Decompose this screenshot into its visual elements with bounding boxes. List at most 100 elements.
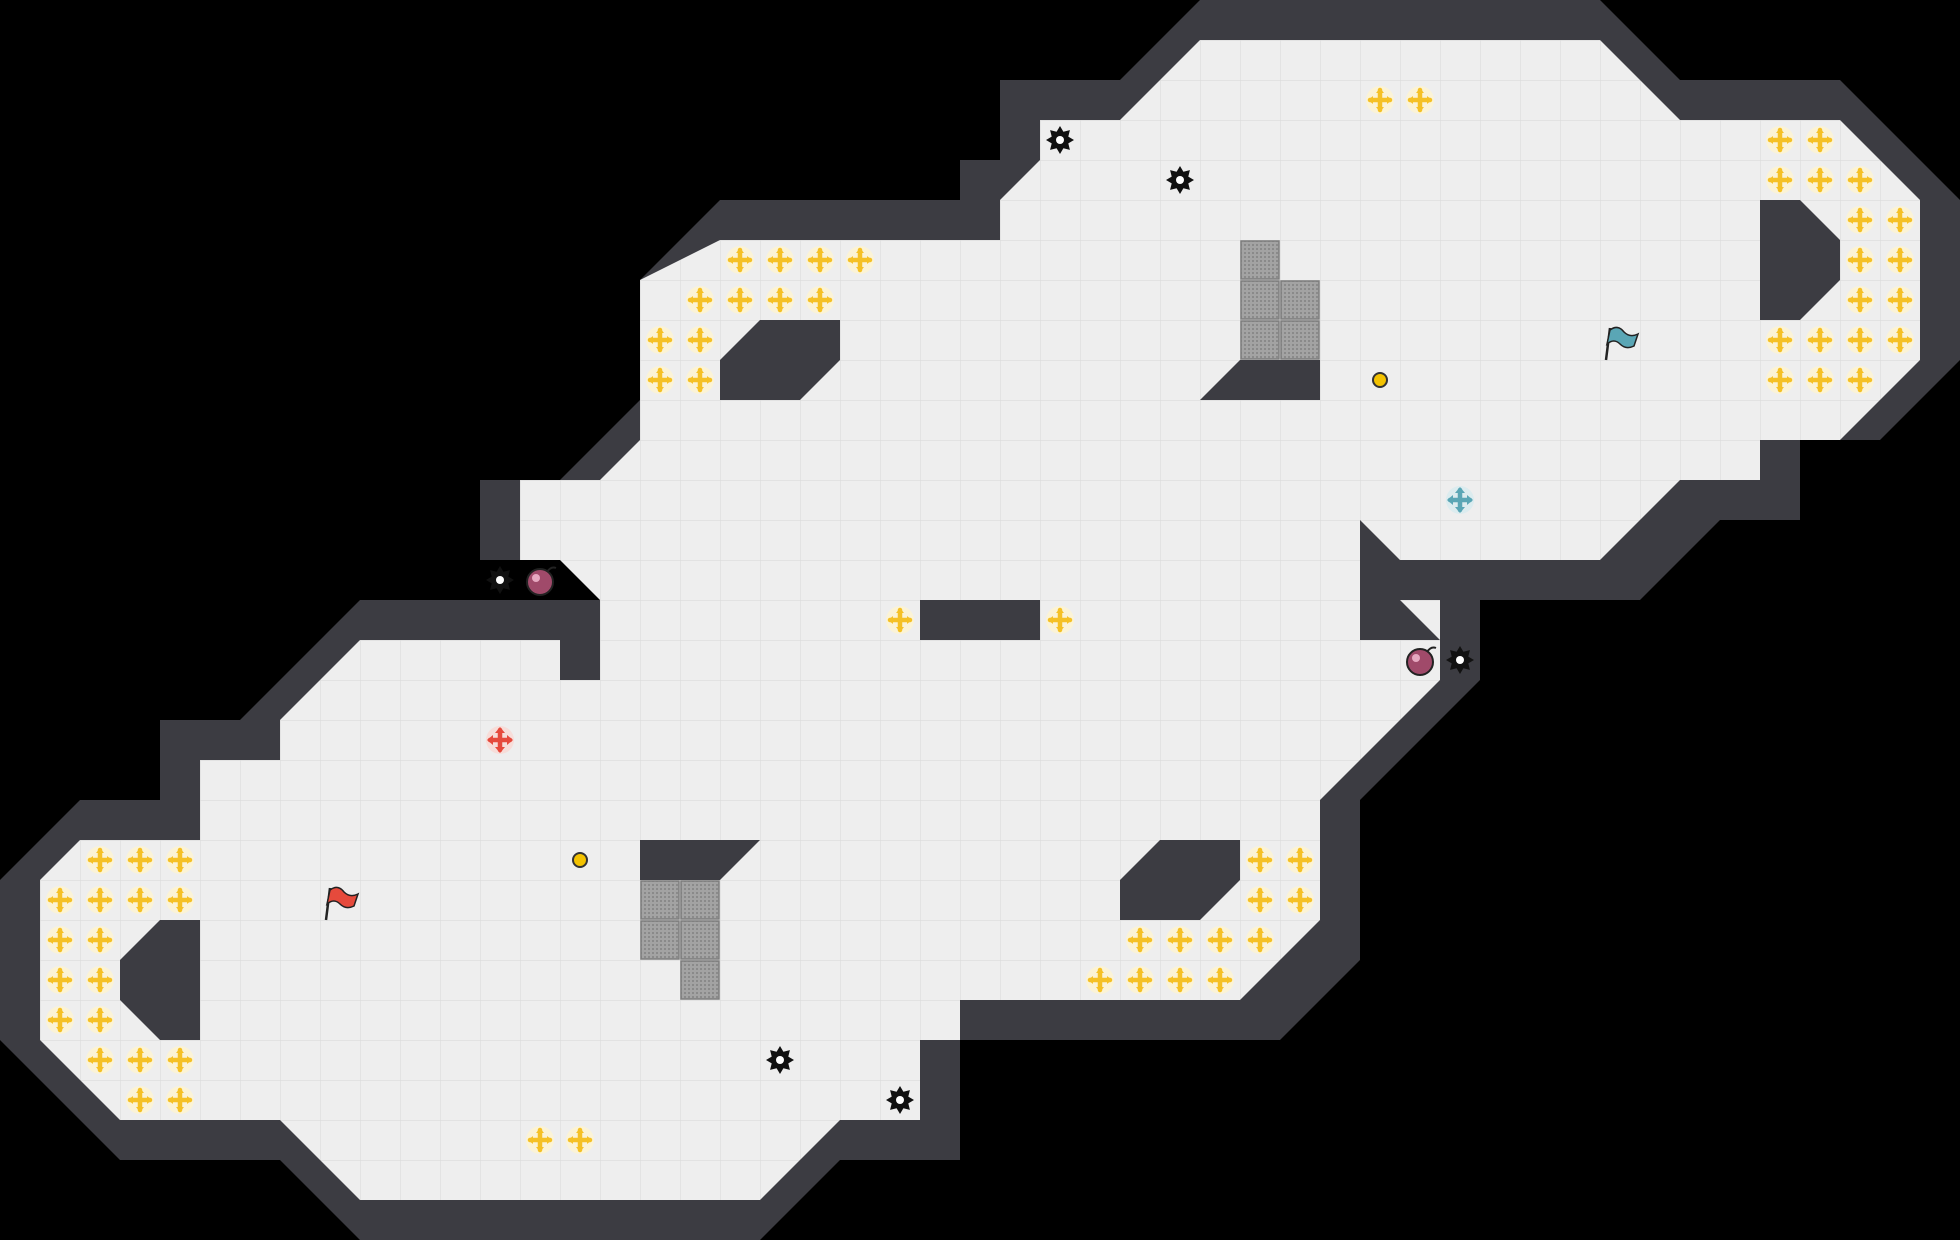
boost-icon [1846, 286, 1874, 314]
crate-tile [1240, 240, 1280, 280]
crate-tile [640, 880, 680, 920]
crate-tile [680, 880, 720, 920]
boost-icon [86, 886, 114, 914]
boost-icon [846, 246, 874, 274]
boost-icon [566, 1126, 594, 1154]
boost-icon [86, 966, 114, 994]
crate-tile [680, 920, 720, 960]
boost-icon [1846, 246, 1874, 274]
wall-block-ne-ledge [1200, 360, 1320, 400]
spike-icon [766, 1046, 794, 1074]
boost-icon [126, 1046, 154, 1074]
boost-icon [646, 366, 674, 394]
boost-icon [686, 366, 714, 394]
boost-icon [1806, 166, 1834, 194]
boost-icon [1846, 206, 1874, 234]
boosts-layer [46, 86, 1914, 1154]
boost-icon [1886, 286, 1914, 314]
red-flag-icon [324, 886, 360, 921]
crate-tile [1240, 320, 1280, 360]
bomb-icon [526, 566, 557, 596]
boost-icon [646, 326, 674, 354]
blue-team-tile-icon [1446, 486, 1474, 514]
wall-notch-mid-left [560, 600, 600, 680]
blue-flag-icon [1604, 326, 1640, 361]
boost-icon [86, 1006, 114, 1034]
boost-icon [1806, 326, 1834, 354]
boost-icon [86, 1046, 114, 1074]
boost-icon [166, 1086, 194, 1114]
boost-icon [1246, 846, 1274, 874]
powerup-icon [572, 852, 588, 868]
boost-icon [806, 246, 834, 274]
boost-icon [166, 846, 194, 874]
boost-icon [1286, 846, 1314, 874]
boost-icon [1766, 166, 1794, 194]
wall-right-bumper [1760, 200, 1840, 320]
boost-icon [1886, 206, 1914, 234]
boost-icon [1406, 86, 1434, 114]
wall-block-sw-ledge [640, 840, 760, 880]
boost-icon [1766, 126, 1794, 154]
boost-icon [526, 1126, 554, 1154]
boost-icon [1886, 326, 1914, 354]
boost-icon [126, 886, 154, 914]
boost-icon [166, 886, 194, 914]
inner-walls [120, 200, 1840, 1040]
boost-icon [1766, 326, 1794, 354]
wall-center-bar [920, 600, 1040, 640]
boost-icon [766, 286, 794, 314]
boost-icon [46, 926, 74, 954]
crate-tile [1280, 320, 1320, 360]
boost-icon [46, 966, 74, 994]
boost-icon [1166, 926, 1194, 954]
boost-icon [86, 846, 114, 874]
boost-icon [1846, 366, 1874, 394]
items-layer [324, 126, 1640, 1114]
wall-block-nw [720, 320, 840, 400]
boost-icon [1046, 606, 1074, 634]
bomb-icon [1406, 646, 1437, 676]
boost-icon [1206, 966, 1234, 994]
boost-icon [1246, 926, 1274, 954]
boost-icon [126, 1086, 154, 1114]
boost-icon [166, 1046, 194, 1074]
crate-tile [1280, 280, 1320, 320]
boost-icon [86, 926, 114, 954]
boost-icon [1886, 246, 1914, 274]
wall-left-bumper [120, 920, 200, 1040]
wall-block-se [1120, 840, 1240, 920]
boost-icon [1206, 926, 1234, 954]
boost-icon [1806, 126, 1834, 154]
crate-tile [680, 960, 720, 1000]
wall-notch-mid-right [1360, 560, 1440, 640]
boost-icon [46, 1006, 74, 1034]
boost-icon [1806, 366, 1834, 394]
boost-icon [1086, 966, 1114, 994]
spike-icon [486, 566, 514, 594]
boost-icon [1246, 886, 1274, 914]
boost-icon [686, 286, 714, 314]
spike-icon [1166, 166, 1194, 194]
crates-layer [640, 240, 1320, 1000]
boost-icon [686, 326, 714, 354]
boost-icon [766, 246, 794, 274]
boost-icon [1366, 86, 1394, 114]
boost-icon [726, 286, 754, 314]
boost-icon [1286, 886, 1314, 914]
boost-icon [126, 846, 154, 874]
boost-icon [1766, 366, 1794, 394]
crate-tile [1240, 280, 1280, 320]
boost-icon [1126, 926, 1154, 954]
boost-icon [1846, 326, 1874, 354]
spike-icon [886, 1086, 914, 1114]
crate-tile [640, 920, 680, 960]
spike-icon [1446, 646, 1474, 674]
boost-icon [726, 246, 754, 274]
boost-icon [1126, 966, 1154, 994]
boost-icon [1846, 166, 1874, 194]
boost-icon [806, 286, 834, 314]
boost-icon [886, 606, 914, 634]
